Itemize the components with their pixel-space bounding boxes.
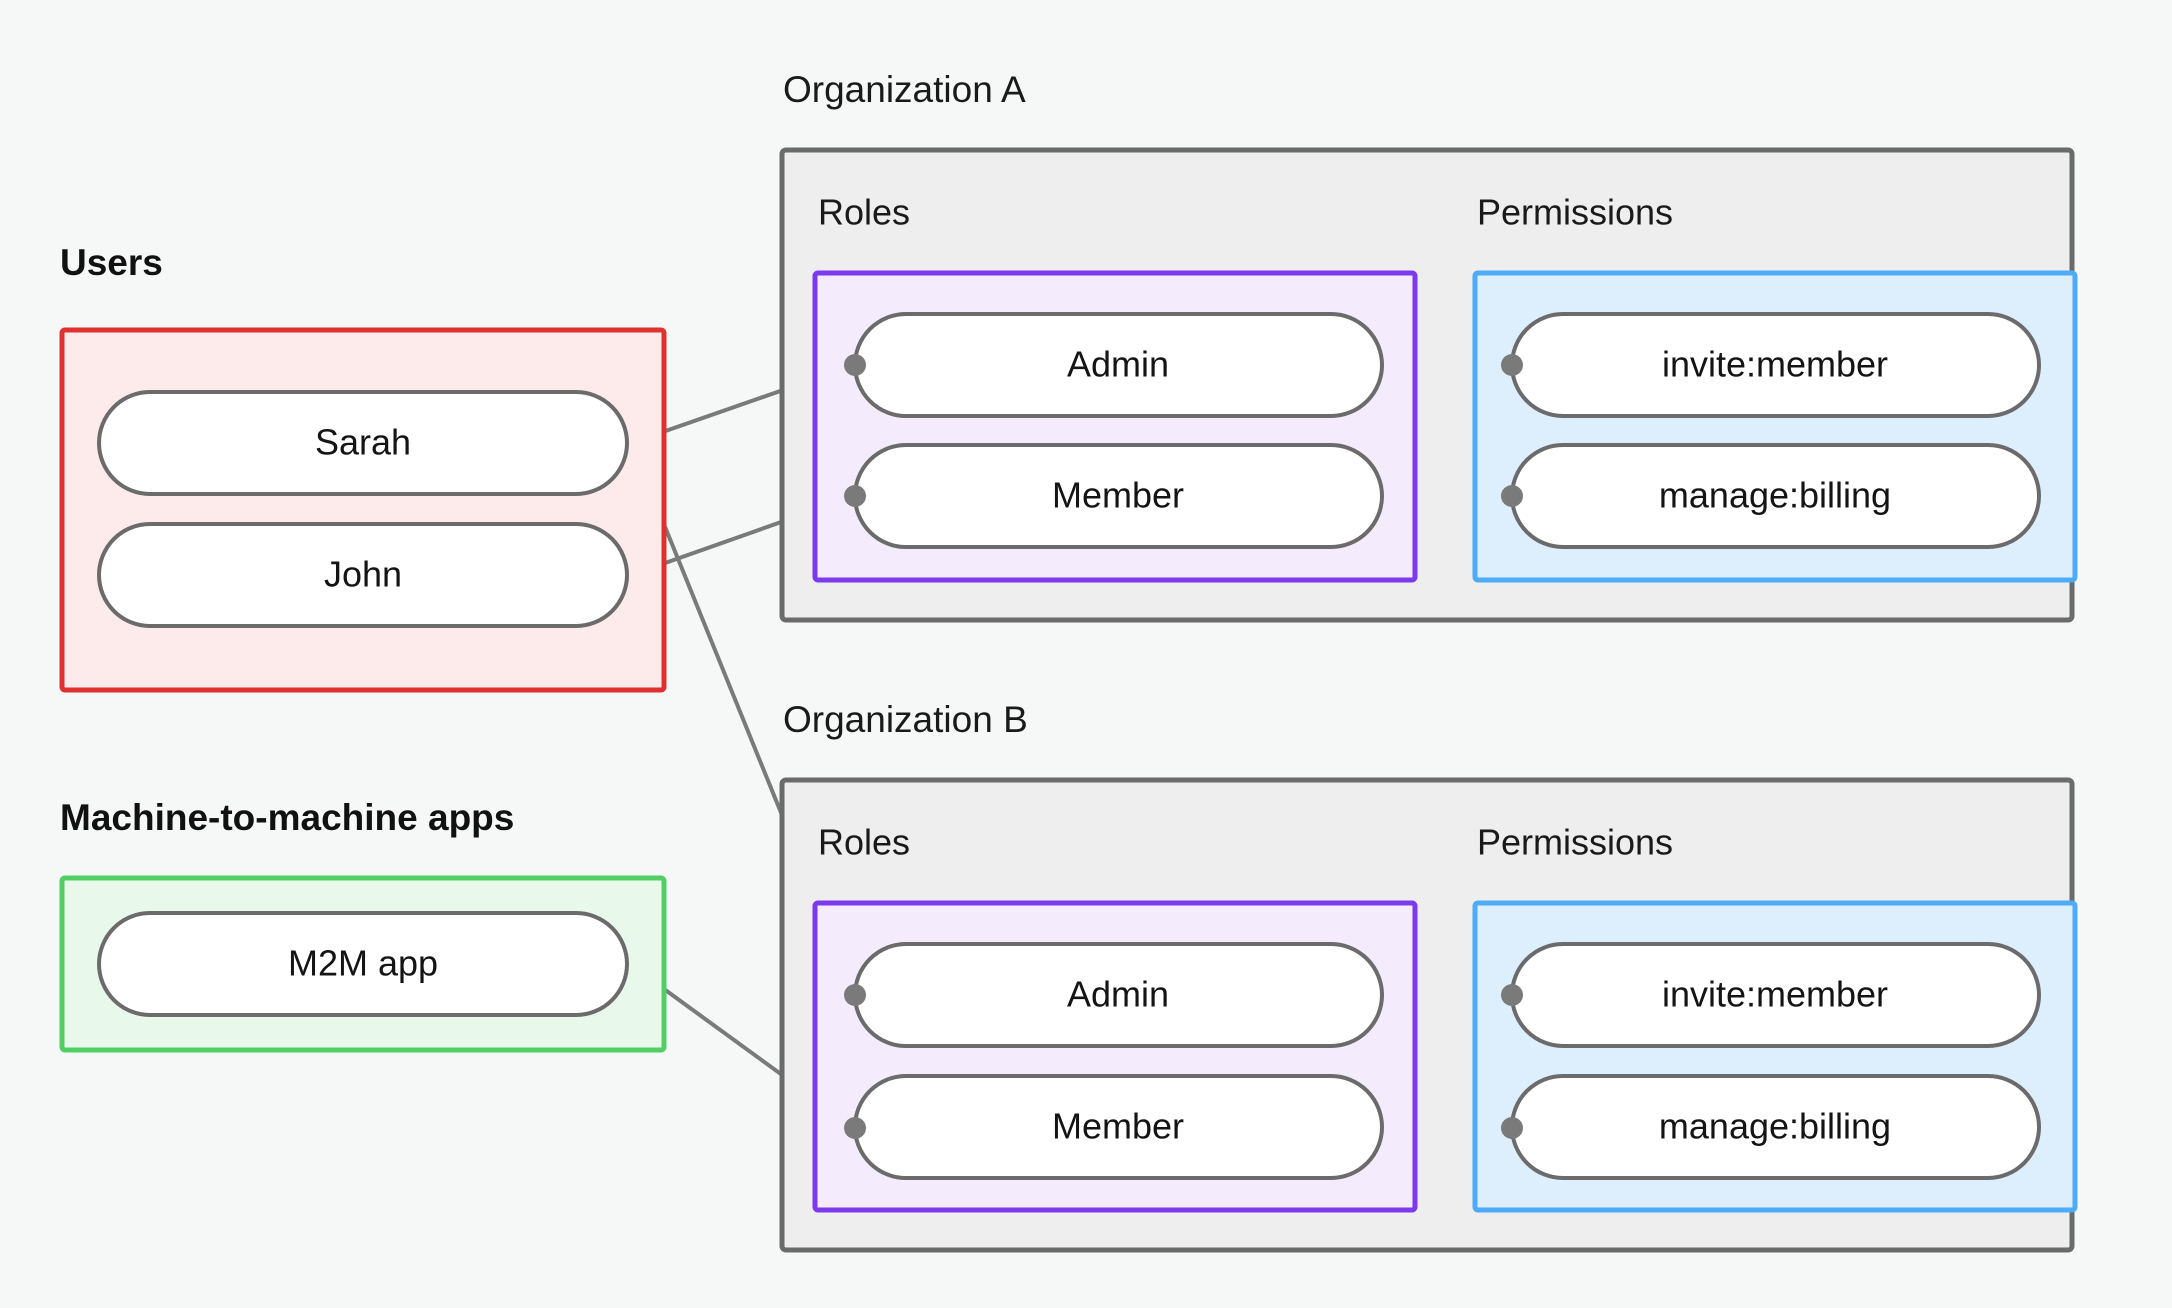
users-group-title: Users: [60, 242, 163, 283]
group-users: Users Sarah John: [59, 242, 667, 693]
node-org-b-manage-billing-label: manage:billing: [1659, 1106, 1891, 1147]
organization-a: Organization A Roles Admin Member Permis…: [779, 69, 2078, 623]
node-john-label: John: [324, 554, 402, 595]
organization-b: Organization B Roles Admin Member Permis…: [779, 699, 2078, 1253]
node-org-a-invite-member[interactable]: invite:member: [1510, 312, 2041, 418]
node-org-b-member[interactable]: Member: [853, 1074, 1384, 1180]
edge-dot-org-b-billing-in: [1501, 1117, 1523, 1139]
node-m2m-app-label: M2M app: [288, 943, 438, 984]
group-m2m: Machine-to-machine apps M2M app: [59, 797, 667, 1053]
node-org-a-invite-member-label: invite:member: [1662, 344, 1888, 385]
org-b-title: Organization B: [783, 699, 1028, 740]
node-org-b-admin-label: Admin: [1067, 974, 1169, 1015]
node-org-b-member-label: Member: [1052, 1106, 1184, 1147]
node-org-a-manage-billing[interactable]: manage:billing: [1510, 443, 2041, 549]
org-a-permissions-title: Permissions: [1477, 192, 1673, 233]
node-org-b-invite-member[interactable]: invite:member: [1510, 942, 2041, 1048]
node-sarah-label: Sarah: [315, 422, 411, 463]
edge-dot-org-a-invite-in: [1501, 354, 1523, 376]
node-org-b-admin[interactable]: Admin: [853, 942, 1384, 1048]
edge-dot-org-a-member-in: [844, 485, 866, 507]
node-org-b-manage-billing[interactable]: manage:billing: [1510, 1074, 2041, 1180]
org-a-roles-title: Roles: [818, 192, 910, 233]
users-container: [59, 327, 667, 693]
node-org-a-manage-billing-label: manage:billing: [1659, 475, 1891, 516]
edge-dot-org-b-invite-in: [1501, 984, 1523, 1006]
edge-dot-org-b-admin-in: [844, 984, 866, 1006]
node-org-b-invite-member-label: invite:member: [1662, 974, 1888, 1015]
node-org-a-admin-label: Admin: [1067, 344, 1169, 385]
edge-endpoint-layer: [844, 354, 1523, 1139]
org-b-roles-title: Roles: [818, 822, 910, 863]
node-org-a-admin[interactable]: Admin: [853, 312, 1384, 418]
node-org-a-member-label: Member: [1052, 475, 1184, 516]
edge-dot-org-a-billing-in: [1501, 485, 1523, 507]
node-m2m-app[interactable]: M2M app: [97, 911, 629, 1017]
edge-dot-org-b-member-in: [844, 1117, 866, 1139]
node-org-a-member[interactable]: Member: [853, 443, 1384, 549]
org-a-title: Organization A: [783, 69, 1026, 110]
node-john[interactable]: John: [97, 522, 629, 628]
m2m-group-title: Machine-to-machine apps: [60, 797, 514, 838]
org-b-permissions-title: Permissions: [1477, 822, 1673, 863]
node-sarah[interactable]: Sarah: [97, 390, 629, 496]
edge-dot-org-a-admin-in: [844, 354, 866, 376]
